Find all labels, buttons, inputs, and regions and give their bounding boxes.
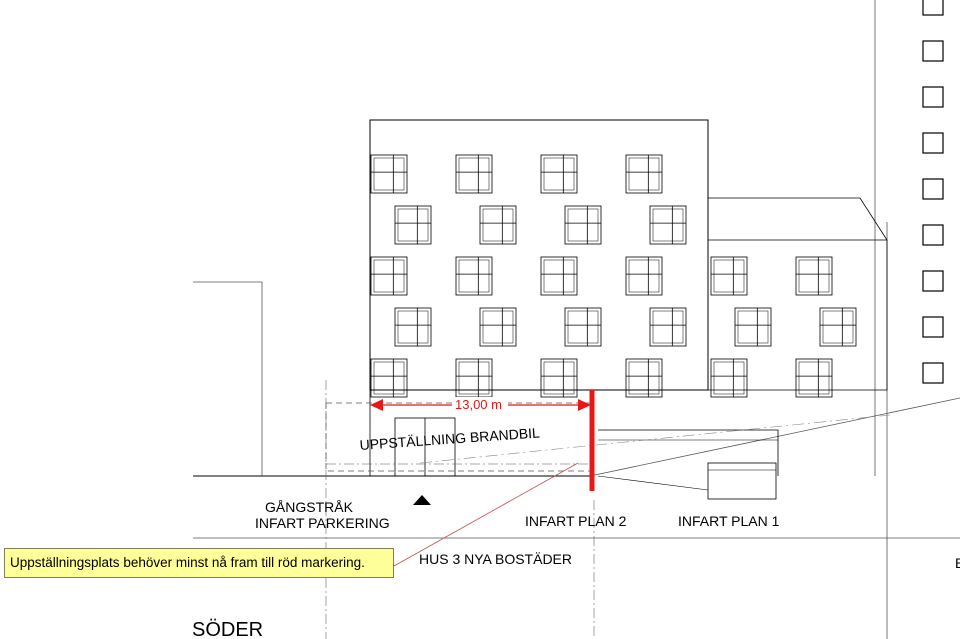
window [455, 154, 493, 194]
window [734, 307, 772, 347]
note-box: Uppställningsplats behöver minst nå fram… [4, 548, 394, 578]
window [394, 205, 432, 245]
right-building-window [922, 40, 944, 62]
window [394, 307, 432, 347]
right-building-window [922, 86, 944, 108]
label-infart-plan-2: INFART PLAN 2 [525, 513, 627, 529]
garage-entrance [598, 429, 779, 476]
window [370, 358, 408, 398]
window [625, 256, 663, 296]
right-building-window [922, 224, 944, 246]
right-building-window [922, 316, 944, 338]
window [540, 358, 578, 398]
window [370, 256, 408, 296]
dimension-arrow-left [370, 399, 383, 411]
main-building [369, 119, 709, 391]
ground-line-right [589, 397, 960, 477]
right-building-window [922, 362, 944, 384]
label-infart-plan-1: INFART PLAN 1 [678, 513, 780, 529]
right-building-window [922, 0, 944, 16]
diagonal-dash [419, 414, 891, 464]
window [625, 154, 663, 194]
window [819, 307, 857, 347]
window [649, 205, 687, 245]
right-building-window [922, 270, 944, 292]
window [479, 307, 517, 347]
dimension-arrow-right [578, 399, 591, 411]
window [795, 256, 833, 296]
dimension-label: 13,00 m [455, 397, 502, 412]
left-building-outline [193, 281, 263, 476]
right-building-window [922, 178, 944, 200]
window [370, 154, 408, 194]
window [479, 205, 517, 245]
right-building-window [922, 132, 944, 154]
label-hus3: HUS 3 NYA BOSTÄDER [419, 551, 572, 567]
window [540, 154, 578, 194]
label-infart-parkering: INFART PARKERING [255, 515, 390, 531]
label-soder: SÖDER [192, 619, 263, 639]
window [649, 307, 687, 347]
window [455, 256, 493, 296]
annex-building [707, 197, 888, 391]
ramp-line [597, 475, 709, 491]
window [710, 256, 748, 296]
label-edge-letter: B [955, 555, 960, 571]
window [540, 256, 578, 296]
note-leader [393, 462, 579, 567]
main-building-windows [370, 154, 857, 398]
window [710, 358, 748, 398]
window [564, 205, 602, 245]
window [564, 307, 602, 347]
right-building-windows [922, 0, 944, 384]
north-arrow-triangle [413, 495, 431, 505]
window [455, 358, 493, 398]
label-uppstallning: UPPSTÄLLNING BRANDBIL [359, 424, 540, 453]
dimension-label-bg [452, 397, 508, 413]
window [625, 358, 663, 398]
window [795, 358, 833, 398]
label-gangstrak: GÅNGSTRÅK [265, 499, 354, 515]
garage-door [707, 462, 777, 500]
